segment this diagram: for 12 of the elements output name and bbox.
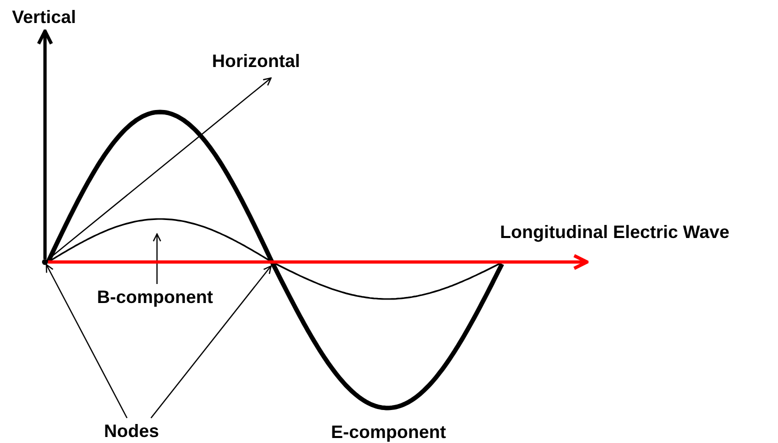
wave-label: E-component [331,421,447,443]
wave-label: B-component [97,286,214,308]
leader-line [152,233,162,284]
leader-line [36,29,54,259]
origin-point [42,259,48,265]
leader-label: Nodes [104,420,160,442]
leader-line [48,254,589,270]
axis-label: Vertical [12,6,78,28]
leader-line [46,264,128,418]
leader-line [150,265,272,418]
axis-label: Horizontal [212,50,301,72]
axis-label: Longitudinal Electric Wave [500,221,730,243]
